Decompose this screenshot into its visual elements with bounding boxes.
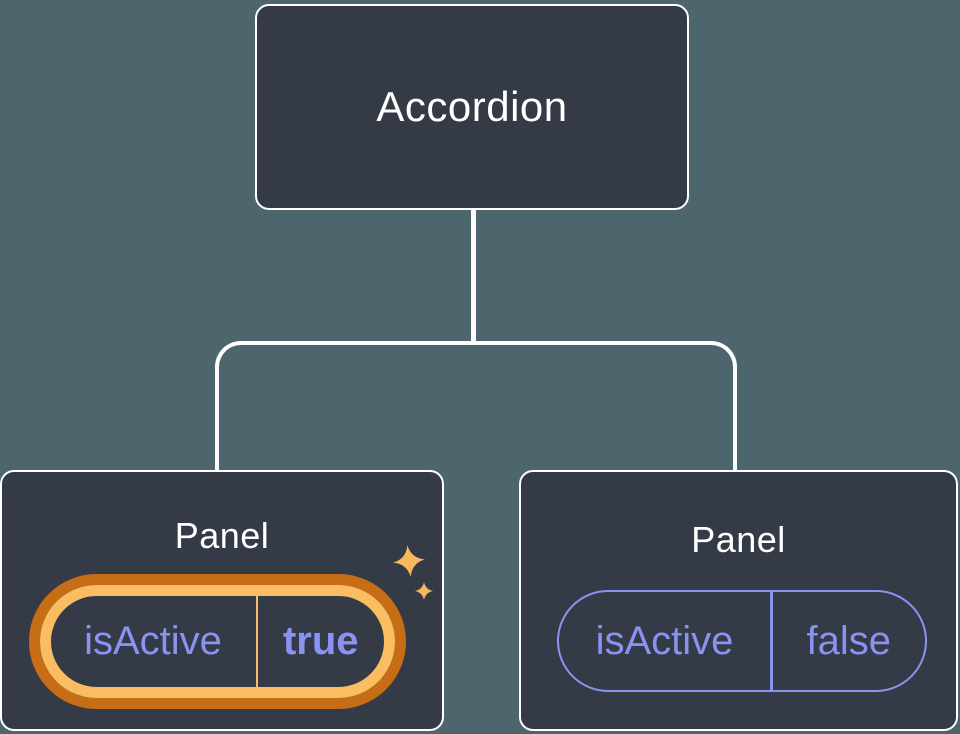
- prop-value-cell: false: [773, 592, 926, 690]
- panel-node-active: Panel isActive true: [0, 470, 444, 731]
- prop-name-cell: isActive: [559, 592, 770, 690]
- prop-pill-highlighted: isActive true: [28, 573, 406, 709]
- connector-stem-line: [471, 208, 476, 344]
- panel-node-label: Panel: [691, 519, 786, 560]
- connector-branch-lines: [215, 341, 737, 470]
- prop-pill-inner-ring: isActive true: [39, 584, 395, 698]
- prop-pill-divider: [770, 592, 773, 690]
- prop-value-label: false: [806, 618, 892, 663]
- prop-name-label: isActive: [84, 618, 222, 663]
- prop-pill-plain: isActive false: [557, 590, 927, 692]
- panel-node-label: Panel: [174, 515, 270, 556]
- prop-value-cell: true: [258, 596, 384, 687]
- sparkles-icon: [393, 545, 433, 600]
- prop-name-cell: isActive: [51, 596, 256, 687]
- prop-pill-divider: [255, 595, 258, 687]
- prop-value-label: true: [282, 618, 359, 663]
- panel-node-inactive: Panel isActive false: [519, 470, 958, 731]
- prop-name-label: isActive: [595, 618, 734, 663]
- accordion-node-label: Accordion: [376, 83, 568, 130]
- accordion-node: Accordion: [255, 4, 689, 210]
